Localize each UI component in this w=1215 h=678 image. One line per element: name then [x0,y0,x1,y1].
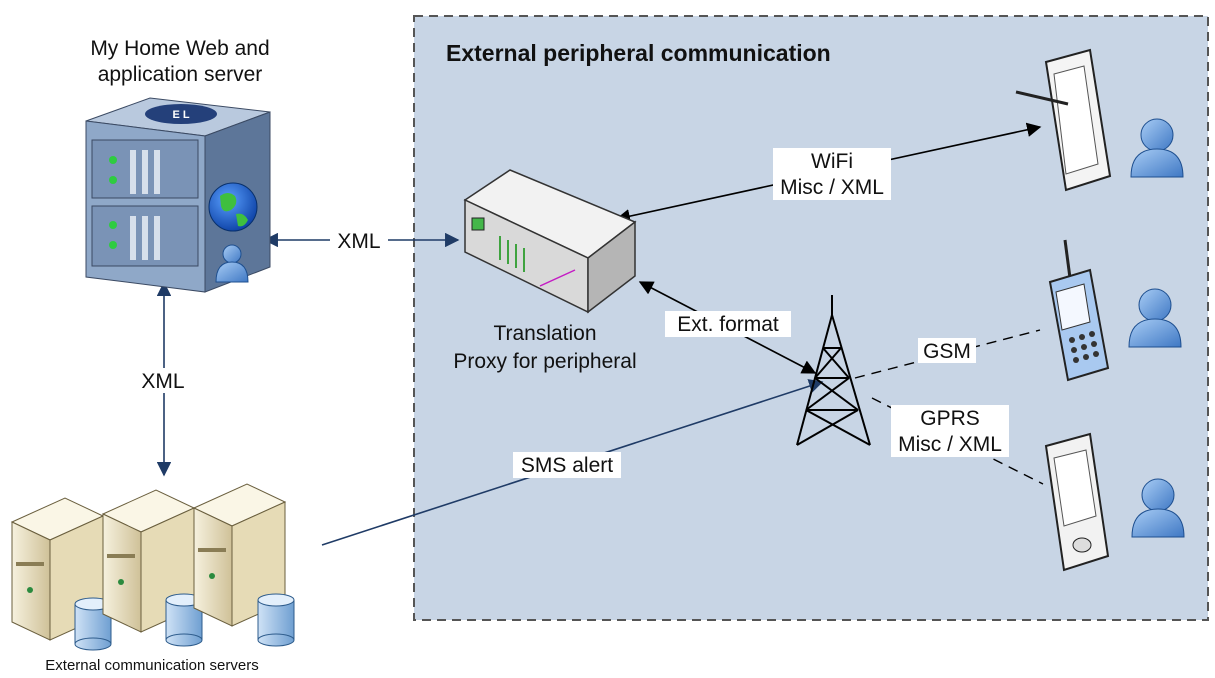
svg-text:Ext. format: Ext. format [677,313,779,336]
database-icon [257,593,295,647]
proxy-label-line1: Translation [493,322,596,345]
user-icon [1131,478,1185,538]
user-icon [215,244,249,283]
label-xml-horizontal: XML [330,228,388,253]
label-sms-alert: SMS alert [513,452,621,478]
svg-text:Misc / XML: Misc / XML [898,433,1002,456]
router-icon [463,169,637,314]
label-wifi: WiFi Misc / XML [773,148,891,200]
database-icon [165,593,203,647]
pda-icon [1044,432,1110,572]
cell-tower-icon [796,295,871,446]
user-icon [1128,288,1182,348]
label-ext-format: Ext. format [665,311,791,337]
gsm-line [854,329,1041,379]
svg-text:GSM: GSM [923,340,971,363]
svg-text:XML: XML [337,230,380,253]
svg-text:WiFi: WiFi [811,150,853,173]
proxy-label-line2: Proxy for peripheral [453,350,636,373]
zone-title: External peripheral communication [446,40,831,66]
svg-text:Misc / XML: Misc / XML [780,176,884,199]
label-gprs: GPRS Misc / XML [891,405,1009,457]
mobile-phone-icon [1048,239,1110,382]
tower-server-icon [101,489,196,633]
server-logo-text: E L [172,109,189,121]
label-gsm: GSM [918,338,976,363]
globe-icon [208,182,258,232]
svg-text:XML: XML [141,370,184,393]
web-server-label-line1: My Home Web and [90,37,269,60]
web-server-label-line2: application server [98,63,263,86]
user-icon [1130,118,1184,178]
ext-servers-label: External communication servers [45,657,258,674]
gprs-line [871,397,1044,485]
tablet-icon [1015,48,1112,192]
svg-text:SMS alert: SMS alert [521,454,613,477]
label-xml-vertical: XML [134,368,192,393]
svg-text:GPRS: GPRS [920,407,980,430]
